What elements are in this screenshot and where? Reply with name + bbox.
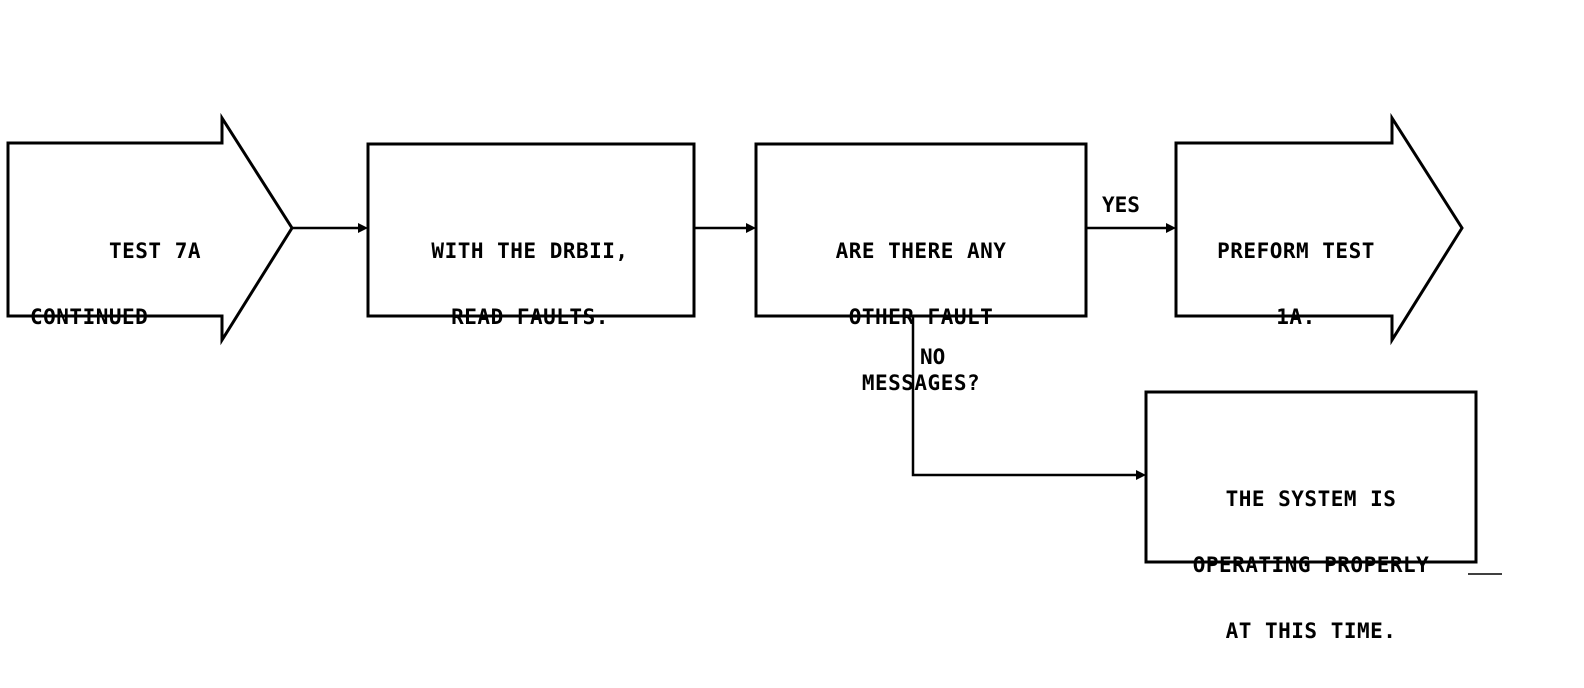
system-ok-box	[1144, 390, 1478, 564]
yes-edge-label: YES	[1102, 193, 1140, 217]
decision-line-1: ARE THERE ANY	[835, 239, 1007, 263]
perform-line-1: PREFORM TEST	[1217, 239, 1375, 263]
perform-test-arrow-shape	[1174, 112, 1464, 346]
system-ok-label: THE SYSTEM IS OPERATING PROPERLY AT THIS…	[1150, 444, 1472, 664]
perform-test-label: PREFORM TEST 1A.	[1196, 196, 1396, 350]
start-line-2: CONTINUED	[30, 305, 149, 329]
arrowhead-yes	[1166, 223, 1176, 233]
decision-line-3: MESSAGES?	[861, 371, 981, 395]
system-ok-line-2: OPERATING PROPERLY	[1192, 553, 1430, 577]
connector-no	[911, 316, 1138, 477]
arrowhead-read-to-decision	[746, 223, 756, 233]
read-faults-box	[366, 142, 696, 318]
read-faults-line-1: WITH THE DRBII,	[431, 239, 629, 263]
no-edge-label: NO	[920, 345, 946, 369]
decision-box	[754, 142, 1088, 318]
arrowhead-no	[1136, 470, 1146, 480]
system-ok-line-1: THE SYSTEM IS	[1225, 487, 1397, 511]
decision-line-2: OTHER FAULT	[848, 305, 994, 329]
arrowhead-start-to-read	[358, 223, 368, 233]
start-arrow-shape	[6, 112, 294, 346]
start-line-1: TEST 7A	[108, 239, 201, 263]
read-faults-label: WITH THE DRBII, READ FAULTS.	[380, 196, 680, 350]
read-faults-line-2: READ FAULTS.	[451, 305, 609, 329]
decision-label: ARE THERE ANY OTHER FAULT MESSAGES?	[766, 196, 1076, 416]
perform-line-2: 1A.	[1276, 305, 1316, 329]
start-arrow-label: TEST 7A CONTINUED	[30, 196, 220, 350]
system-ok-line-3: AT THIS TIME.	[1225, 619, 1397, 643]
